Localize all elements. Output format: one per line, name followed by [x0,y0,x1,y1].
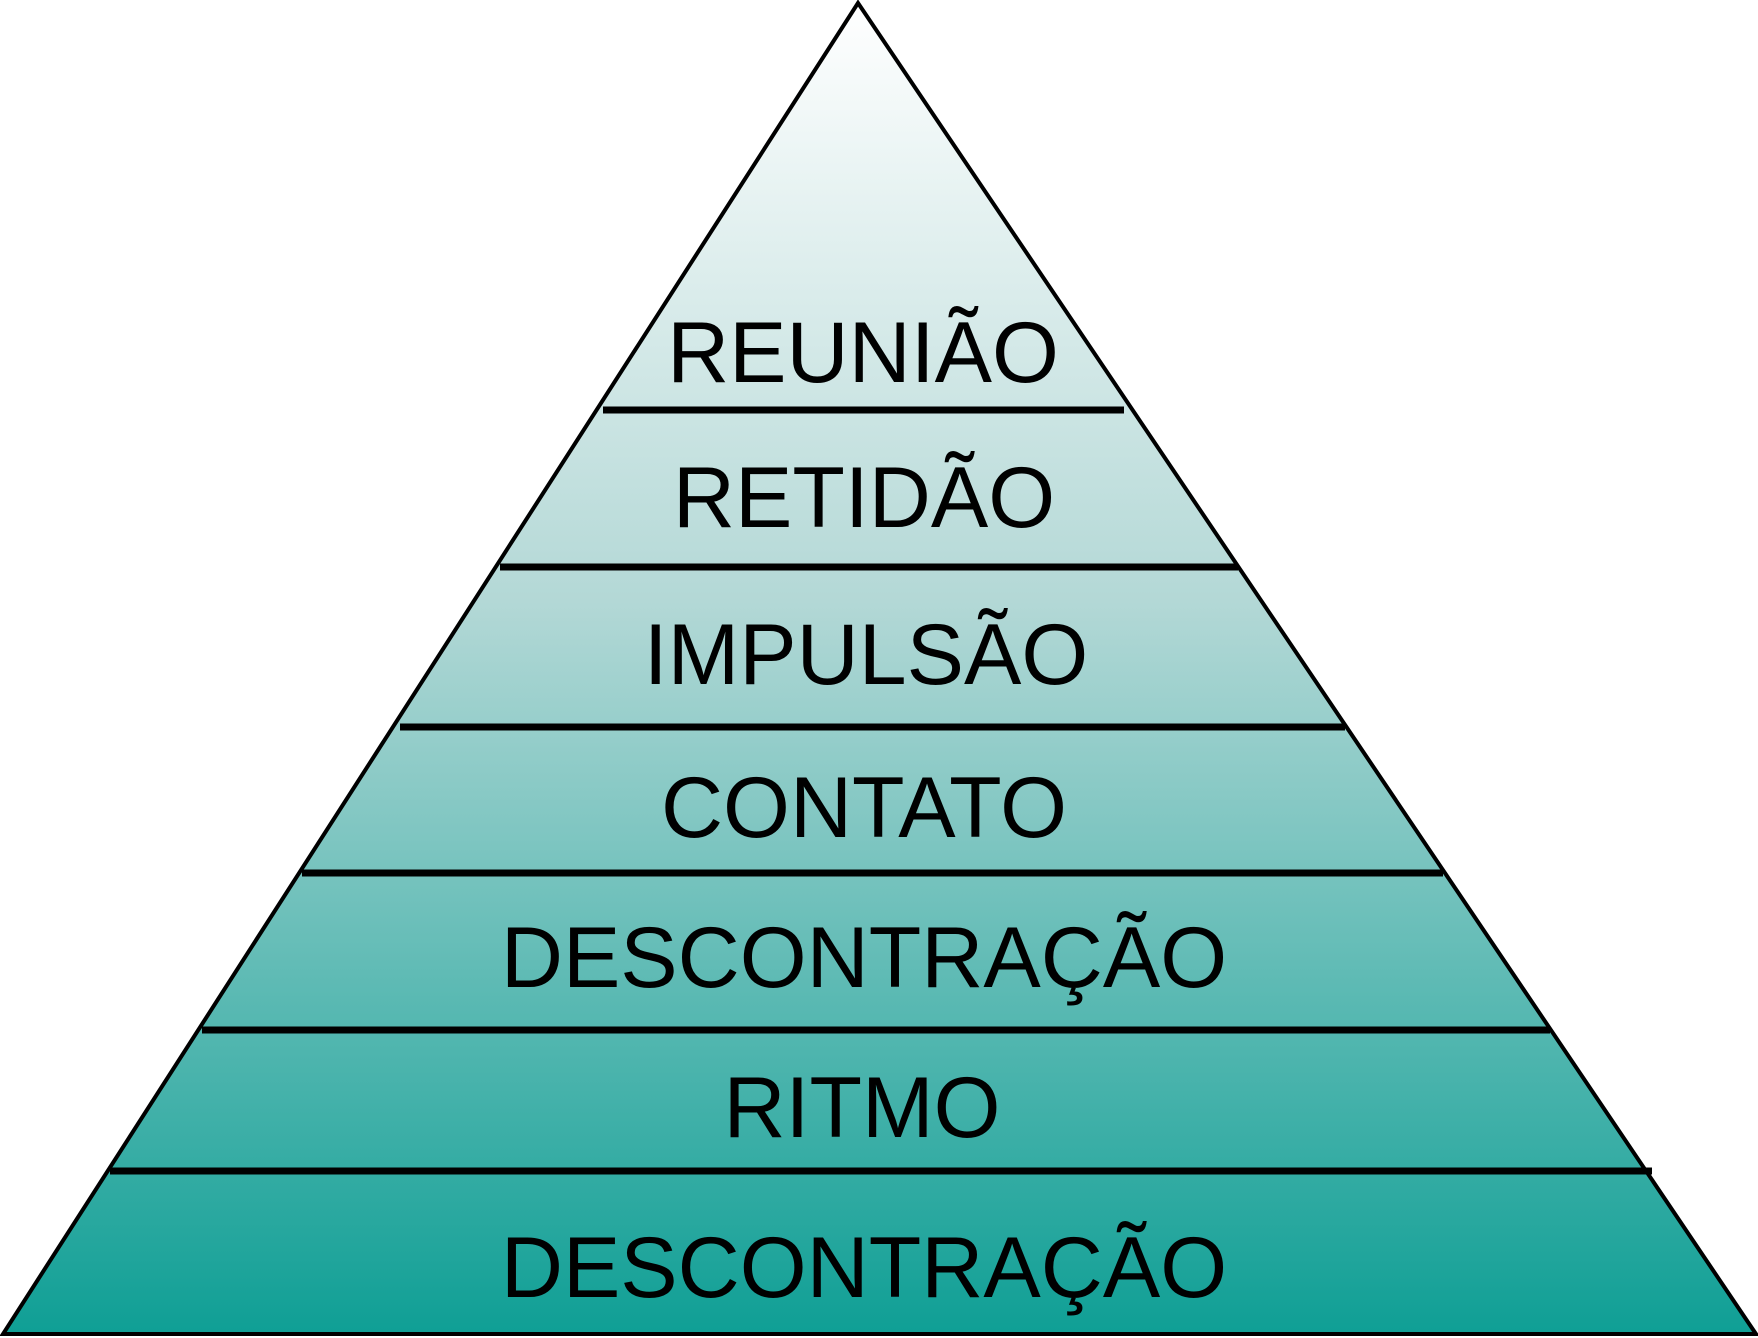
level-label-4: CONTATO [661,760,1067,856]
level-label-5: DESCONTRAÇÃO [501,910,1227,1006]
pyramid-body [3,3,1756,1334]
level-label-1: REUNIÃO [667,305,1059,401]
divider-lines [110,406,1652,1175]
level-label-6: RITMO [723,1060,1000,1156]
level-label-2: RETIDÃO [673,450,1055,546]
level-label-3: IMPULSÃO [644,607,1088,703]
pyramid-labels: REUNIÃO RETIDÃO IMPULSÃO CONTATO DESCONT… [501,305,1227,1316]
level-label-7: DESCONTRAÇÃO [501,1220,1227,1316]
